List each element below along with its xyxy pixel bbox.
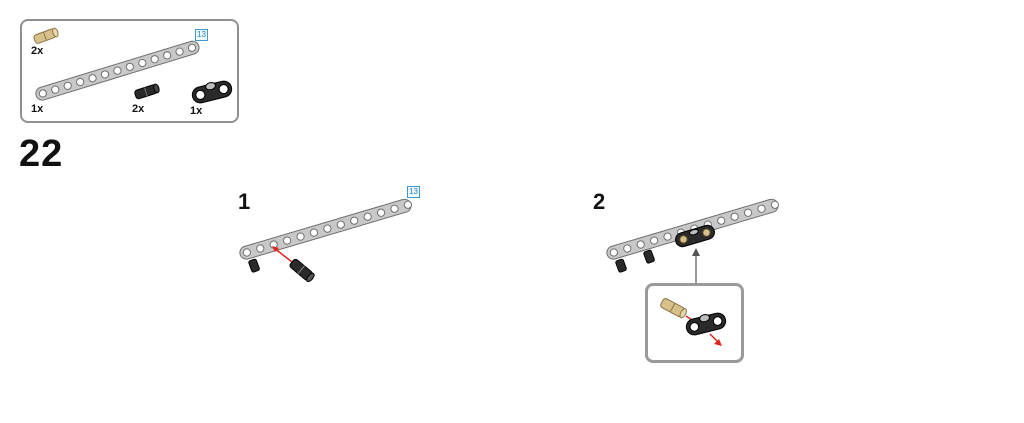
gray-beam-13-icon	[239, 198, 413, 260]
qty-tan-pin: 2x	[31, 45, 44, 57]
black-friction-pin-icon	[643, 249, 655, 264]
callout-illustration	[660, 298, 727, 346]
black-friction-pin-icon	[615, 258, 627, 273]
parts-list-box: 2x 13 1x 2x 1x	[20, 19, 239, 123]
tan-axle-pin-icon	[660, 298, 687, 319]
insertion-arrow	[273, 247, 293, 263]
gray-beam-13-icon	[35, 40, 200, 101]
substep-1-length-badge: 13	[407, 186, 420, 198]
black-connector-icon	[191, 80, 233, 104]
beam-length-badge: 13	[195, 29, 208, 41]
tan-axle-pin-icon	[33, 27, 59, 44]
qty-black-pin: 2x	[132, 103, 145, 115]
substep-2-illustration	[606, 198, 780, 285]
substep-1-number: 1	[238, 189, 251, 214]
black-connector-icon	[675, 224, 715, 248]
black-friction-pin-icon	[289, 258, 315, 283]
step-number: 22	[19, 133, 64, 175]
black-friction-pin-icon	[134, 83, 160, 100]
qty-beam: 1x	[31, 103, 44, 115]
qty-connector: 1x	[190, 105, 203, 117]
substep-2-callout	[645, 283, 744, 363]
substep-2-number: 2	[593, 189, 606, 214]
black-connector-icon	[685, 312, 727, 336]
black-friction-pin-icon	[248, 258, 260, 273]
substep-1-illustration	[239, 198, 413, 283]
